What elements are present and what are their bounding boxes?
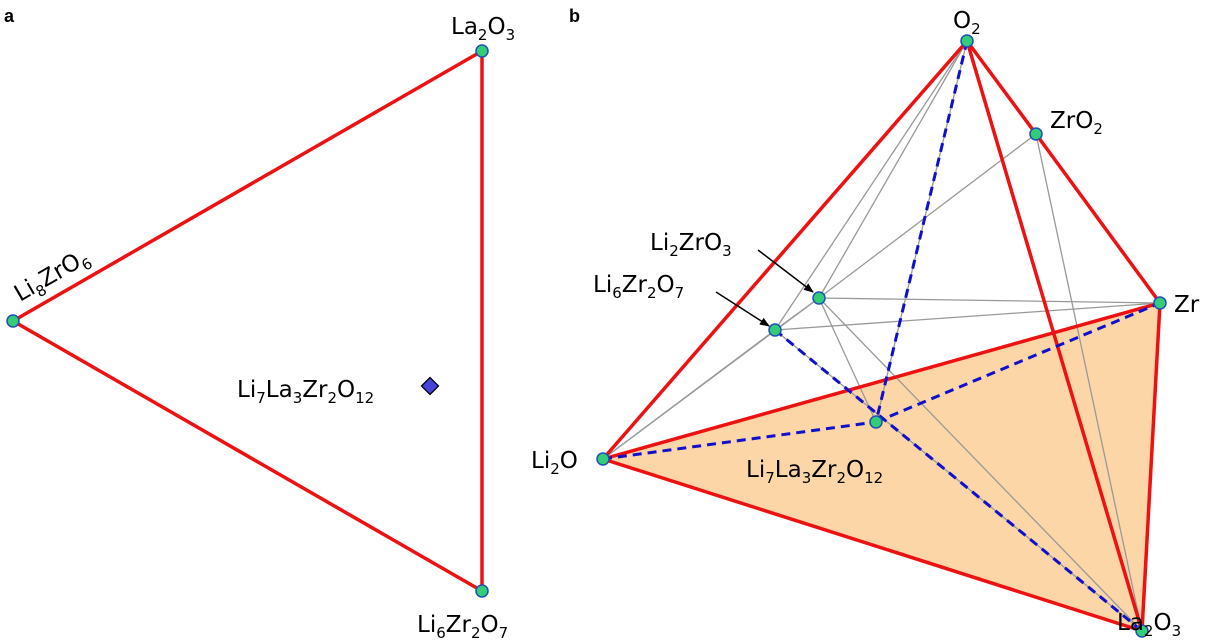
hidden-line-li2o-target bbox=[602, 420, 877, 461]
tie-line-li2o-la2o3 bbox=[601, 457, 1144, 633]
tie-line-o2-zro2 bbox=[965, 39, 1038, 136]
thin-line bbox=[602, 329, 776, 460]
panel-a: a La2O3 Li8ZrO6 Li6Zr2O7 Li7La3Zr2O12 bbox=[4, 6, 515, 642]
label-li2zro3: Li2ZrO3 bbox=[650, 230, 732, 260]
arrow-li2zro3 bbox=[757, 249, 814, 293]
hidden-line-o2-target bbox=[874, 40, 969, 423]
label-zr: Zr bbox=[1174, 292, 1200, 318]
label-li7la3zr2o12-b: Li7La3Zr2O12 bbox=[746, 457, 883, 487]
node-li2o bbox=[596, 452, 610, 466]
thin-line bbox=[818, 297, 1161, 304]
callout-arrows bbox=[715, 249, 814, 327]
thin-line bbox=[818, 40, 968, 299]
label-li2o: Li2O bbox=[531, 448, 578, 478]
tie-line-zr-la2o3 bbox=[1140, 301, 1162, 633]
label-li7la3zr2o12-a: Li7La3Zr2O12 bbox=[237, 377, 374, 407]
panel-b: b bbox=[531, 6, 1200, 640]
tie-line-li8zro6-li6zr2o7 bbox=[11, 319, 484, 593]
panel-a-letter: a bbox=[4, 6, 15, 26]
node-li6zr2o7 bbox=[475, 584, 489, 598]
node-zro2 bbox=[1029, 127, 1043, 141]
tie-line-zro2-zr bbox=[1034, 132, 1162, 305]
node-o2 bbox=[960, 34, 974, 48]
label-la2o3-b: La2O3 bbox=[1117, 610, 1181, 640]
node-li8zro6 bbox=[6, 314, 20, 328]
panel-a-nodes bbox=[6, 44, 489, 598]
thin-line bbox=[818, 297, 1143, 632]
label-li6zr2o7: Li6Zr2O7 bbox=[417, 612, 508, 642]
hidden-tie-lines bbox=[602, 40, 1161, 633]
node-la2o3 bbox=[475, 44, 489, 58]
panel-b-nodes bbox=[596, 34, 1167, 638]
thin-line bbox=[774, 40, 968, 331]
tie-line-o2-li2o bbox=[601, 39, 969, 461]
panel-b-letter: b bbox=[569, 6, 580, 26]
shaded-face-li2o-zr-la2o3 bbox=[603, 303, 1160, 631]
node-zr bbox=[1153, 296, 1167, 310]
node-la2o3-b bbox=[1135, 624, 1149, 638]
diamond-marker-icon bbox=[420, 376, 440, 396]
tie-line-o2-la2o3 bbox=[965, 39, 1144, 633]
thin-line bbox=[818, 297, 877, 423]
label-li6zr2o7-b: Li6Zr2O7 bbox=[593, 272, 684, 302]
hidden-line-target-zr bbox=[875, 301, 1161, 424]
label-la2o3: La2O3 bbox=[451, 14, 515, 44]
thin-line bbox=[818, 133, 1037, 299]
tie-line-li2o-zr bbox=[601, 301, 1162, 461]
hidden-line-li6zr2o7-la2o3 bbox=[774, 328, 1143, 633]
label-zro2: ZrO2 bbox=[1050, 108, 1103, 138]
thin-line bbox=[1035, 133, 1143, 632]
arrow-li6zr2o7 bbox=[715, 291, 770, 327]
tie-line-la2o3-li8zro6 bbox=[11, 49, 484, 323]
label-o2: O2 bbox=[953, 8, 981, 38]
node-li7la3zr2o12 bbox=[869, 415, 883, 429]
node-li6zr2o7-b bbox=[768, 323, 782, 337]
label-li8zro6: Li8ZrO6 bbox=[10, 244, 96, 311]
thin-line bbox=[774, 302, 1161, 331]
outer-tie-lines bbox=[601, 39, 1162, 633]
panel-a-triangle bbox=[11, 49, 484, 593]
node-li2zro3 bbox=[812, 291, 826, 305]
